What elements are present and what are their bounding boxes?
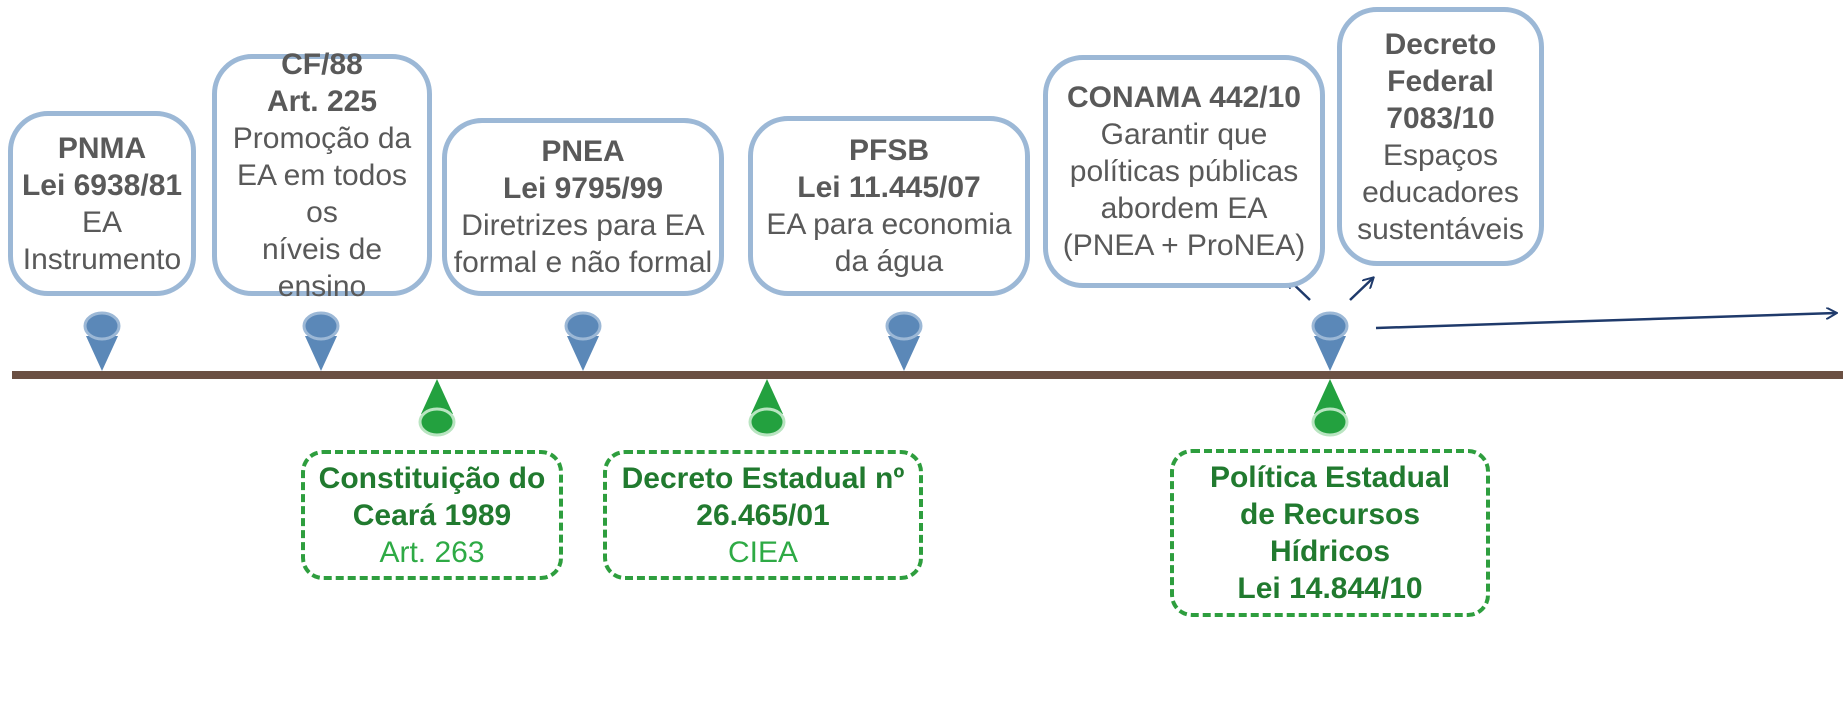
federal-title: PNEA [541,135,625,168]
federal-title: CONAMA 442/10 [1067,81,1301,114]
federal-subtitle: Lei 9795/99 [502,172,664,205]
state-pin-2 [748,379,786,437]
federal-desc-line: educadores [1362,175,1519,209]
federal-desc-line: (PNEA + ProNEA) [1062,229,1306,262]
federal-pin-3 [564,311,602,371]
state-sub: Art. 263 [379,535,485,569]
federal-desc-line: EA [81,205,123,239]
state-title: Lei 14.844/10 [1237,572,1423,605]
federal-desc-line: níveis de ensino [261,232,383,303]
federal-desc-line: sustentáveis [1357,212,1524,246]
federal-desc-line: Instrumento [22,242,182,276]
federal-desc-line: formal e não formal [453,246,713,279]
federal-subtitle: Lei 11.445/07 [797,171,981,204]
federal-pin-2 [302,311,340,371]
federal-pin-4 [885,311,923,371]
federal-box-cf88: CF/88 Art. 225 Promoção da EA em todos o… [212,48,432,303]
federal-box-pnma: PNMA Lei 6938/81 EA Instrumento [8,111,196,296]
federal-title: Decreto [1384,27,1497,61]
federal-desc-line: abordem EA [1100,192,1268,225]
federal-desc-line: Garantir que [1100,118,1268,151]
timeline-axis [12,371,1843,379]
federal-desc-line: Espaços [1382,138,1499,172]
federal-desc-line: EA em todos os [236,158,408,229]
federal-pin-1 [83,311,121,371]
federal-title: PFSB [848,134,929,167]
state-title: Constituição do [318,461,546,495]
federal-box-conama: CONAMA 442/10 Garantir que políticas púb… [1043,55,1325,288]
federal-title: PNMA [57,131,147,165]
federal-desc-line: políticas públicas [1069,155,1299,188]
state-title: de Recursos [1239,498,1421,531]
federal-subtitle: Lei 6938/81 [21,168,183,202]
state-box-constituicao: Constituição do Ceará 1989 Art. 263 [301,450,563,580]
federal-desc-line: Diretrizes para EA [461,209,705,242]
state-title: Decreto Estadual nº [621,461,905,495]
federal-box-pfsb: PFSB Lei 11.445/07 EA para economia da á… [748,116,1030,296]
federal-subtitle: 7083/10 [1386,101,1495,135]
state-box-decreto-estadual: Decreto Estadual nº 26.465/01 CIEA [603,450,923,580]
arrow-right [1375,313,1836,330]
state-sub: CIEA [727,535,799,569]
federal-desc-line: da água [834,245,944,278]
state-title: Ceará 1989 [352,498,512,532]
federal-subtitle: Federal [1387,64,1494,98]
state-pin-1 [418,379,456,437]
federal-subtitle: Art. 225 [266,84,378,118]
state-title: Política Estadual [1209,461,1451,494]
federal-pin-5 [1311,311,1349,371]
federal-title: CF/88 [281,47,363,81]
state-box-politica-estadual: Política Estadual de Recursos Hídricos L… [1170,449,1490,617]
arrow-up-right [1349,278,1373,301]
federal-desc-line: Promoção da [232,121,412,155]
federal-box-pnea: PNEA Lei 9795/99 Diretrizes para EA form… [442,118,724,296]
federal-desc-line: EA para economia [766,208,1012,241]
state-pin-3 [1311,379,1349,437]
federal-box-decreto-federal: Decreto Federal 7083/10 Espaços educador… [1337,7,1544,266]
state-title: Hídricos [1269,535,1391,568]
state-title: 26.465/01 [696,498,830,532]
